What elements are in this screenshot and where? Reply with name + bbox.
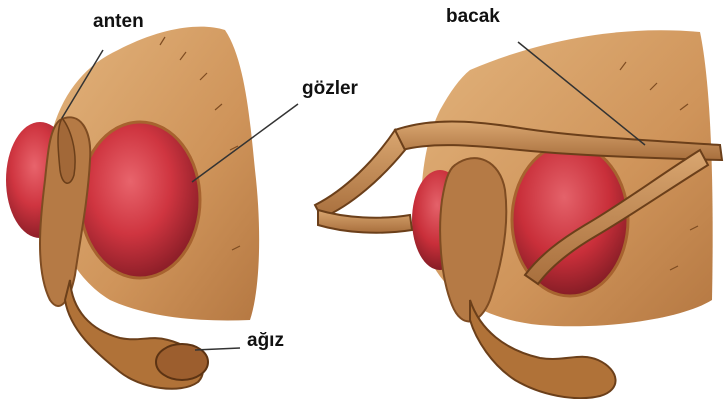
left-compound-eye bbox=[80, 122, 200, 278]
label-bacak: bacak bbox=[446, 7, 500, 26]
right-fly-head bbox=[315, 30, 722, 398]
right-leg-lower bbox=[315, 130, 405, 218]
label-anten: anten bbox=[93, 12, 144, 31]
right-leg-tarsus bbox=[318, 210, 412, 233]
left-fly-head bbox=[6, 27, 259, 389]
label-gozler: gözler bbox=[302, 79, 358, 98]
leader-line-agiz bbox=[195, 348, 240, 350]
label-agiz: ağız bbox=[247, 331, 284, 350]
